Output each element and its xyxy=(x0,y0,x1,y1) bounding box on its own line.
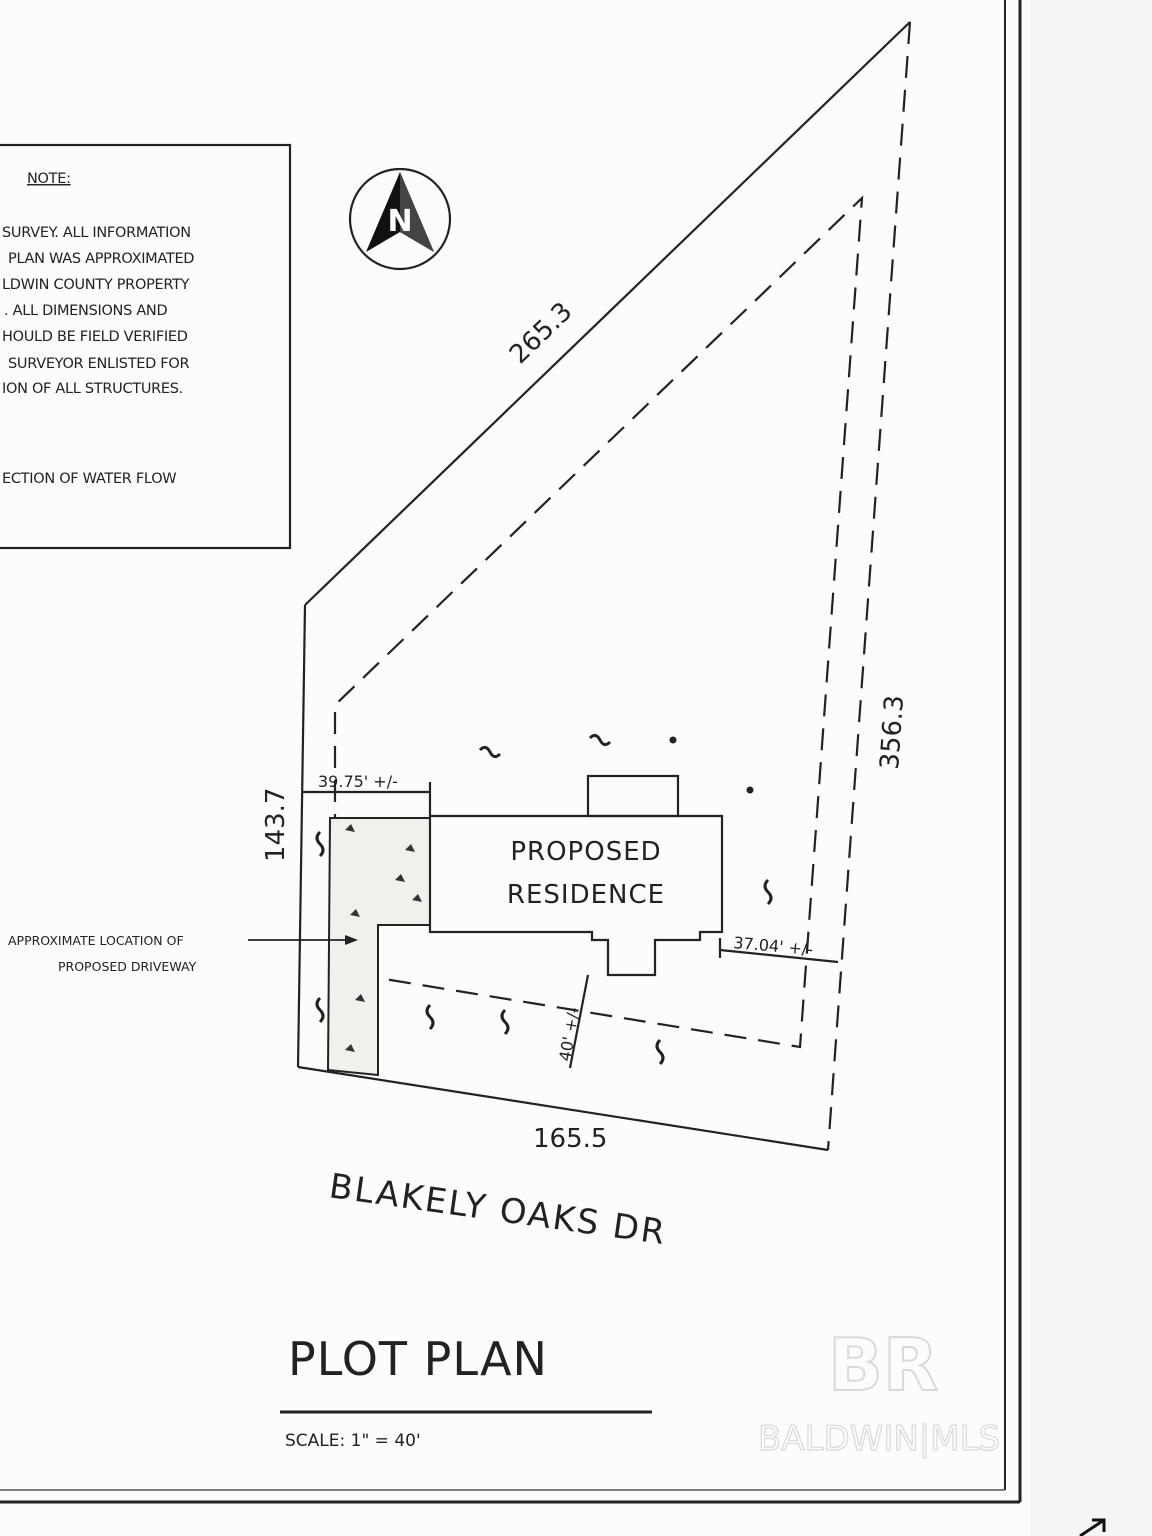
note-water-flow: ECTION OF WATER FLOW xyxy=(2,471,176,487)
note-line: SURVEYOR ENLISTED FOR xyxy=(8,356,189,372)
baldwin-mls-watermark: BR BALDWIN|MLS xyxy=(757,1322,1000,1460)
note-line: ION OF ALL STRUCTURES. xyxy=(2,381,183,397)
setback-line xyxy=(333,195,864,1049)
note-line: . ALL DIMENSIONS AND xyxy=(4,303,167,319)
svg-text:PROPOSED DRIVEWAY: PROPOSED DRIVEWAY xyxy=(58,959,197,974)
dimension-37-04: 37.04' +/- xyxy=(718,933,839,964)
svg-text:APPROXIMATE LOCATION OF: APPROXIMATE LOCATION OF xyxy=(8,933,184,948)
lot-boundary xyxy=(296,21,912,1152)
note-line: HOULD BE FIELD VERIFIED xyxy=(2,329,188,345)
north-arrow-icon: N xyxy=(348,167,452,271)
svg-text:N: N xyxy=(387,204,412,239)
expand-icon[interactable] xyxy=(1079,1518,1106,1536)
street-name: BLAKELY OAKS DR xyxy=(327,1166,669,1253)
note-box: NOTE: SURVEY. ALL INFORMATION PLAN WAS A… xyxy=(0,143,292,550)
drawing-scale: SCALE: 1" = 40' xyxy=(285,1431,421,1451)
note-heading: NOTE: xyxy=(27,171,71,187)
driveway-callout: APPROXIMATE LOCATION OF PROPOSED DRIVEWA… xyxy=(8,933,358,974)
proposed-residence: PROPOSED RESIDENCE xyxy=(428,774,724,977)
svg-text:40' +/-: 40' +/- xyxy=(555,1006,583,1063)
house-label: PROPOSED xyxy=(510,837,661,867)
dimension-top: 265.3 xyxy=(504,297,578,370)
note-line: PLAN WAS APPROXIMATED xyxy=(8,251,194,267)
dimension-left: 143.7 xyxy=(261,788,291,862)
driveway xyxy=(326,817,431,1077)
grass-marks xyxy=(315,733,773,1066)
house-label: RESIDENCE xyxy=(507,880,665,910)
note-line: LDWIN COUNTY PROPERTY xyxy=(2,277,190,293)
svg-text:BR: BR xyxy=(828,1323,938,1407)
dimension-bottom: 165.5 xyxy=(533,1124,607,1154)
drawing-title: PLOT PLAN xyxy=(288,1332,548,1386)
svg-text:BALDWIN|MLS: BALDWIN|MLS xyxy=(758,1419,1000,1459)
note-line: SURVEY. ALL INFORMATION xyxy=(2,225,191,241)
dimension-40: 40' +/- xyxy=(555,974,590,1069)
dimension-39-75: 39.75' +/- xyxy=(302,772,432,816)
svg-text:37.04' +/-: 37.04' +/- xyxy=(733,933,814,959)
dimension-right: 356.3 xyxy=(875,694,910,770)
svg-text:39.75' +/-: 39.75' +/- xyxy=(318,772,398,791)
